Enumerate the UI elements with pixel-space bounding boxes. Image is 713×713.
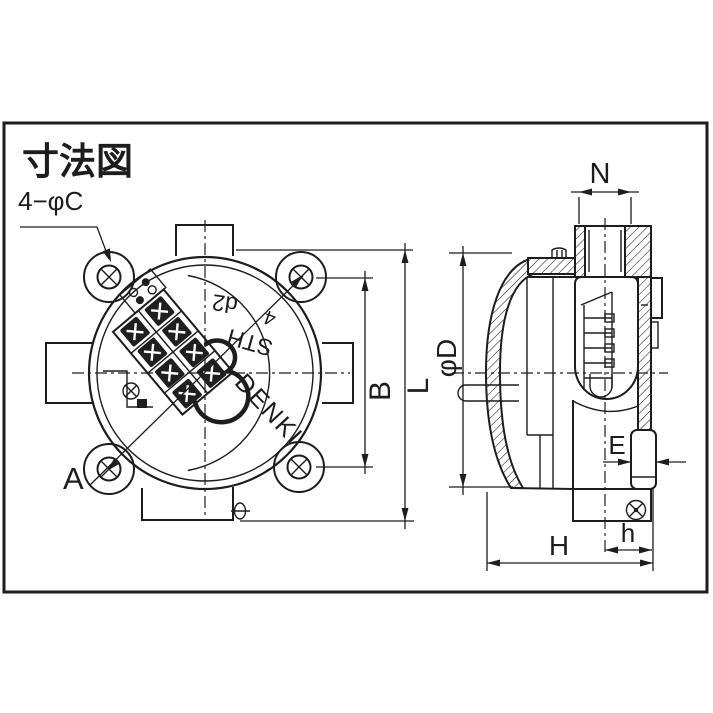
dimension-line-A — [89, 275, 304, 486]
hole-callout-leader — [20, 226, 110, 260]
hub-wall-right — [624, 225, 652, 278]
hole-callout-label: 4−φC — [18, 186, 83, 216]
dimension-phiD: φD — [431, 246, 513, 495]
terminal-pocket — [574, 276, 639, 400]
dimension-label-h: h — [621, 518, 635, 548]
mounting-ear — [275, 251, 327, 303]
body-wall-section — [637, 276, 652, 431]
clamp-lug — [630, 429, 657, 490]
dimension-label-phiD: φD — [431, 339, 462, 377]
dimension-label-H: H — [549, 530, 569, 561]
drawing-border — [2, 121, 709, 594]
cover-flange-section — [527, 257, 576, 275]
dimension-label-E: E — [608, 430, 625, 460]
dimension-label-B: B — [364, 381, 397, 401]
cover-marking-size: d2 — [210, 289, 239, 318]
bottom-conduit-hub — [572, 488, 652, 522]
interior-screw — [122, 382, 140, 400]
cover-clamp-screw — [625, 499, 647, 521]
dimension-L: L — [236, 243, 435, 529]
flange-vent-screw — [551, 247, 567, 258]
left-conduit-stub — [45, 342, 92, 404]
terminal-block — [111, 268, 235, 416]
right-conduit-stub — [322, 342, 354, 404]
dimension-label-A: A — [63, 461, 84, 496]
dimension-H: H — [486, 489, 654, 571]
side-view — [452, 218, 668, 556]
dimension-E: E — [603, 430, 686, 466]
dimension-h: h — [605, 518, 652, 554]
mounting-ear — [83, 251, 135, 303]
terminal-screws — [120, 296, 227, 409]
dimension-label-L: L — [402, 378, 435, 395]
front-stub-silhouette — [457, 384, 519, 402]
page-title: 寸法図 — [22, 141, 133, 182]
inner-body-arc — [187, 274, 271, 472]
ground-pad — [137, 399, 147, 408]
dimension-label-N: N — [590, 158, 611, 190]
cover-emblem — [192, 338, 251, 425]
terminal-stack — [580, 291, 648, 398]
bottom-conduit-stub — [141, 487, 234, 521]
dimension-B: B — [316, 271, 397, 474]
rear-conduit-stub — [650, 277, 663, 319]
hub-wall-left — [574, 225, 586, 278]
dimension-N: N — [571, 158, 639, 224]
